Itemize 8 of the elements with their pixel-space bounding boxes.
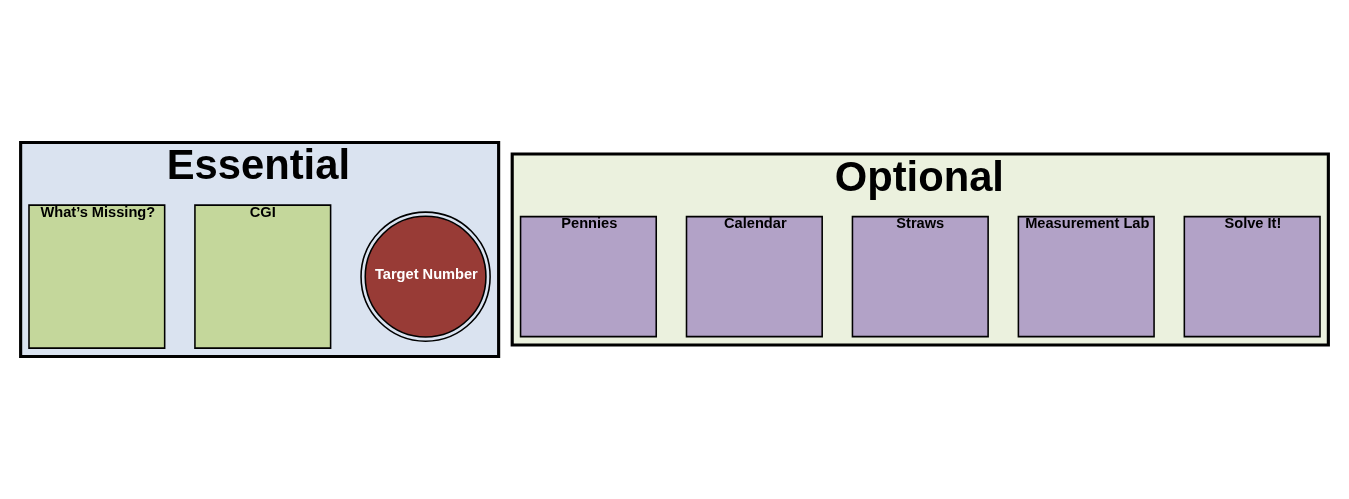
node-circle: Target Number — [360, 211, 491, 342]
node-box: Pennies — [519, 215, 658, 338]
node-box: Straws — [851, 215, 989, 338]
node-box: Solve It! — [1183, 215, 1321, 338]
node-box: Calendar — [685, 215, 823, 338]
node-box: What’s Missing? — [28, 204, 166, 349]
node-box: CGI — [194, 204, 332, 349]
node-box: Measurement Lab — [1017, 215, 1155, 338]
